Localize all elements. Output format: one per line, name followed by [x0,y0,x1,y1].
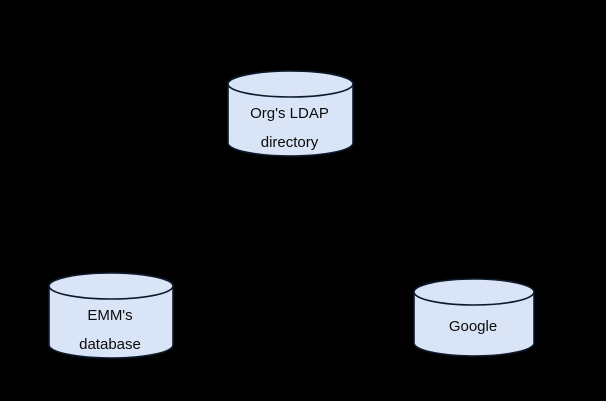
cylinder-shape-emm [48,272,174,359]
node-emm-database[interactable]: EMM's database [48,272,174,359]
node-org-ldap-directory[interactable]: Org's LDAP directory [227,70,354,157]
cylinder-shape-google [413,278,535,357]
cylinder-shape-ldap [227,70,354,157]
node-google-database[interactable]: Google [413,278,535,357]
